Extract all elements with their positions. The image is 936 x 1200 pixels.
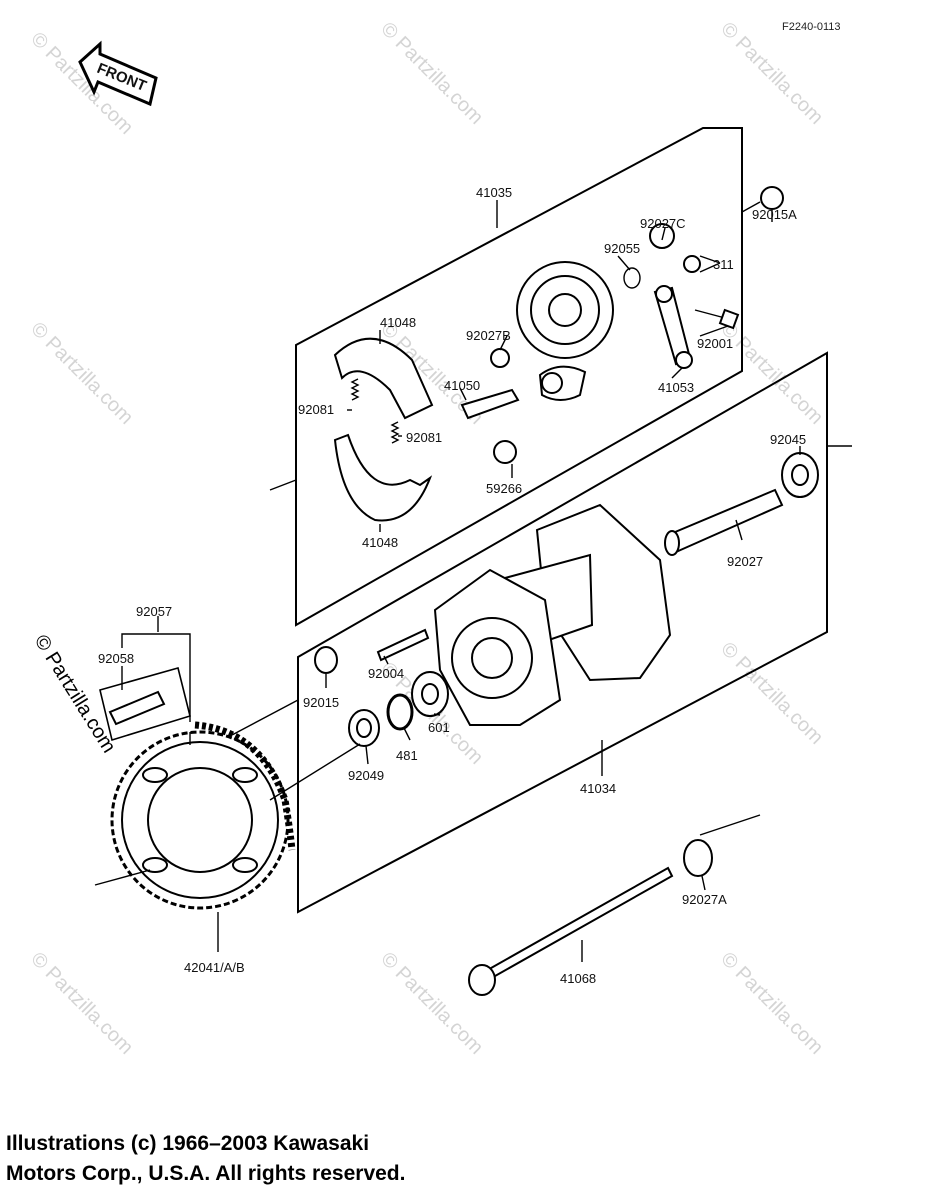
bearing-601 — [411, 671, 449, 717]
brake-panel-frame — [295, 127, 743, 627]
watermark: © Partzilla.com — [716, 318, 827, 429]
watermark: © Partzilla.com — [376, 18, 487, 129]
hub-41034 — [433, 503, 672, 726]
label-92027C[interactable]: 92027C — [640, 216, 686, 231]
master-link-92058 — [108, 690, 166, 726]
brake-shoe-lower — [333, 433, 433, 522]
watermark: © Partzilla.com — [26, 948, 137, 1059]
camshaft-41050 — [460, 388, 520, 420]
copyright-line-2: Motors Corp., U.S.A. All rights reserved… — [6, 1162, 406, 1185]
circlip-481 — [386, 693, 414, 731]
bolt-92001 — [694, 308, 740, 330]
seal-92015 — [314, 646, 338, 674]
label-92027[interactable]: 92027 — [727, 554, 763, 569]
watermark: © Partzilla.com — [716, 638, 827, 749]
springs — [350, 378, 400, 444]
label-41053[interactable]: 41053 — [658, 380, 694, 395]
hub-frame — [297, 351, 828, 914]
label-42041[interactable]: 42041/A/B — [184, 960, 245, 975]
axle-41068 — [468, 866, 674, 996]
label-92004[interactable]: 92004 — [368, 666, 404, 681]
copyright-line-1: Illustrations (c) 1966–2003 Kawasaki — [6, 1132, 370, 1155]
diagram-id: F2240-0113 — [782, 21, 841, 33]
label-311[interactable]: 311 — [713, 257, 734, 272]
watermark: © Partzilla.com — [376, 948, 487, 1059]
label-481[interactable]: 481 — [396, 748, 418, 763]
label-41035[interactable]: 41035 — [476, 185, 512, 200]
sprocket-42041 — [110, 730, 290, 910]
label-92015[interactable]: 92015 — [303, 695, 339, 710]
seal-59266 — [493, 440, 517, 464]
watermark-large: © Partzilla.com — [30, 631, 120, 757]
watermark: © Partzilla.com — [716, 18, 827, 129]
bearing-92045 — [781, 452, 819, 498]
label-92045[interactable]: 92045 — [770, 432, 806, 447]
label-41048-lower[interactable]: 41048 — [362, 535, 398, 550]
label-41050[interactable]: 41050 — [444, 378, 480, 393]
collar-92027B — [490, 348, 510, 368]
label-92057[interactable]: 92057 — [136, 604, 172, 619]
label-92058[interactable]: 92058 — [98, 651, 134, 666]
watermark: © Partzilla.com — [26, 318, 137, 429]
chain — [194, 721, 296, 851]
stud-92004 — [376, 628, 430, 662]
collar-92027A — [683, 839, 713, 877]
label-41068[interactable]: 41068 — [560, 971, 596, 986]
o-ring-92055 — [623, 267, 641, 289]
label-92049[interactable]: 92049 — [348, 768, 384, 783]
label-92001[interactable]: 92001 — [697, 336, 733, 351]
axle-sleeve-92027 — [664, 488, 784, 556]
part-labels: 41035 92015A 92027C 92055 311 41048 9202… — [98, 185, 806, 986]
label-92027A[interactable]: 92027A — [682, 892, 727, 907]
brake-shoe-upper — [333, 337, 434, 420]
cap-92015A — [760, 186, 784, 210]
label-92055[interactable]: 92055 — [604, 241, 640, 256]
label-601[interactable]: 601 — [428, 720, 450, 735]
brake-panel-41035 — [516, 261, 614, 401]
watermark: © Partzilla.com — [716, 948, 827, 1059]
lever-41053 — [653, 285, 693, 369]
label-59266[interactable]: 59266 — [486, 481, 522, 496]
label-41048-upper[interactable]: 41048 — [380, 315, 416, 330]
label-92027B[interactable]: 92027B — [466, 328, 511, 343]
leader-lines — [94, 200, 801, 962]
bushing-92027C — [649, 223, 701, 273]
label-41034[interactable]: 41034 — [580, 781, 616, 796]
label-92081-left[interactable]: 92081 — [298, 402, 334, 417]
label-92015A[interactable]: 92015A — [752, 207, 797, 222]
label-92081-right[interactable]: 92081 — [406, 430, 442, 445]
seal-92049 — [348, 709, 380, 747]
